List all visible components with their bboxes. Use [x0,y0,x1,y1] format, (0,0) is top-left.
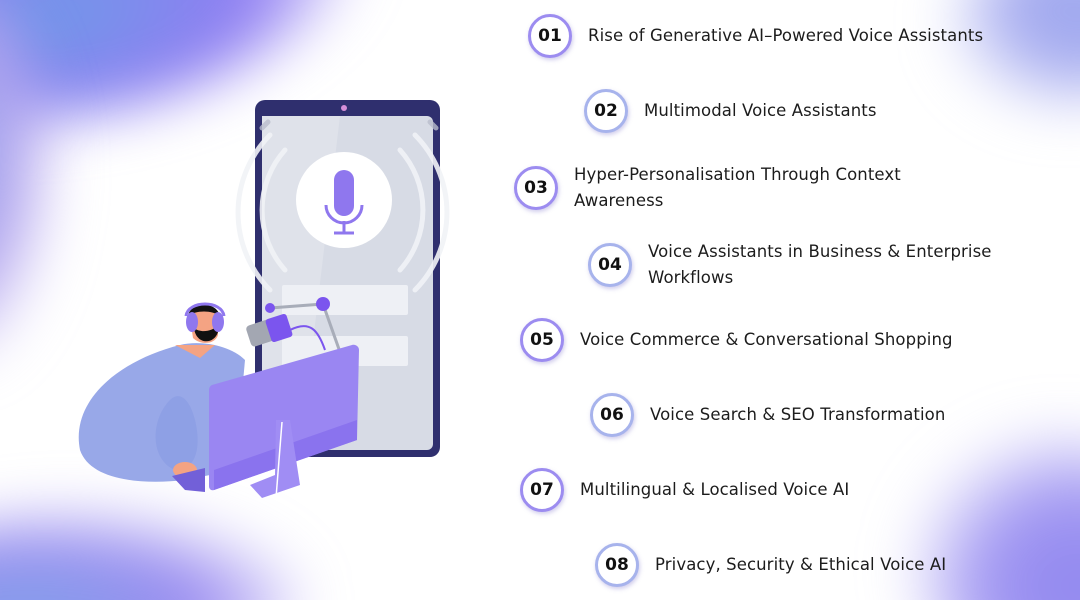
item-label: Voice Commerce & Conversational Shopping [580,330,953,349]
list-item: 03 Hyper-Personalisation Through Context… [514,162,919,214]
item-label: Multilingual & Localised Voice AI [580,480,850,499]
number-badge: 06 [590,393,634,437]
list-item: 02 Multimodal Voice Assistants [584,89,877,133]
item-label: Rise of Generative AI–Powered Voice Assi… [588,26,984,45]
voice-assistant-illustration [78,100,450,499]
item-label: Hyper-Personalisation Through Context Aw… [574,165,901,210]
number-badge: 08 [595,543,639,587]
list-item: 08 Privacy, Security & Ethical Voice AI [595,543,946,587]
number-badge: 03 [514,166,558,210]
item-label: Voice Assistants in Business & Enterpris… [648,242,992,287]
number-badge: 01 [528,14,572,58]
item-label: Multimodal Voice Assistants [644,101,877,120]
microphone-icon [324,170,364,235]
number-badge: 02 [584,89,628,133]
item-label: Voice Search & SEO Transformation [650,405,946,424]
number-badge: 04 [588,243,632,287]
list-item: 07 Multilingual & Localised Voice AI [520,468,849,512]
list-item: 04 Voice Assistants in Business & Enterp… [588,239,1008,291]
person-figure [78,302,245,482]
list-item: 06 Voice Search & SEO Transformation [590,393,945,437]
item-label: Privacy, Security & Ethical Voice AI [655,555,947,574]
number-badge: 07 [520,468,564,512]
list-item: 05 Voice Commerce & Conversational Shopp… [520,318,953,362]
podcast-microphone-icon [246,297,342,353]
desktop-monitor-icon [172,344,359,499]
list-item: 01 Rise of Generative AI–Powered Voice A… [528,14,983,58]
number-badge: 05 [520,318,564,362]
